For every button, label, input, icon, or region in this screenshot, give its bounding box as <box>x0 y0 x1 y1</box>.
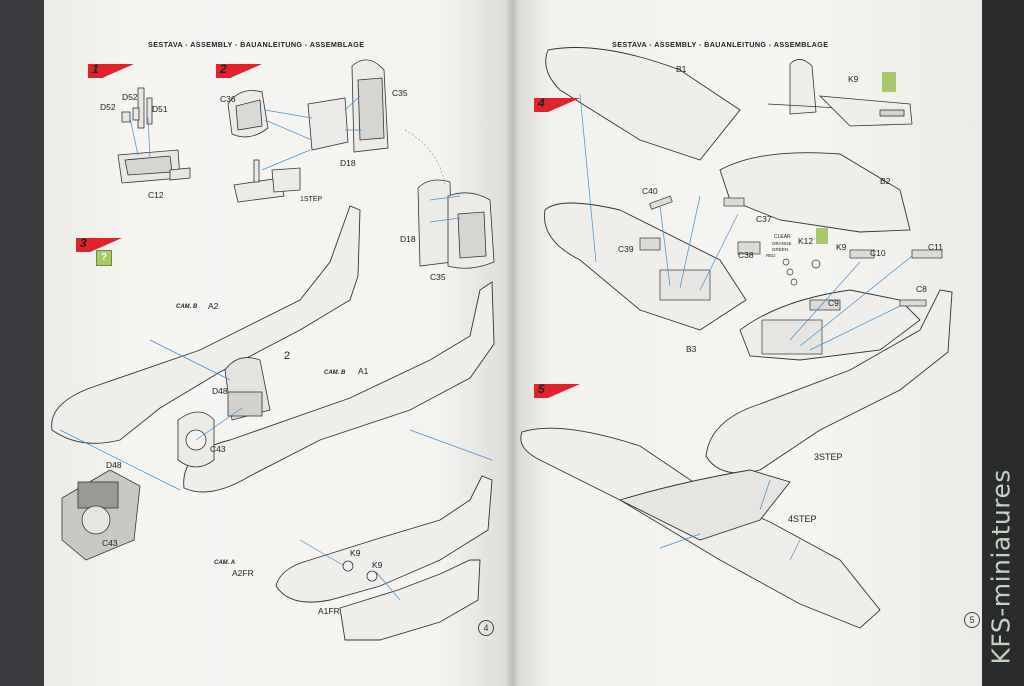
step-flag-4: 4 <box>534 96 580 112</box>
part-label-a1: A1 <box>358 366 369 376</box>
green-marker-icon <box>882 72 896 92</box>
part-label-cam-b-a2: CAM. B <box>176 304 198 310</box>
label-clear: CLEAR <box>774 234 791 240</box>
step-number-3: 3 <box>80 236 87 250</box>
step-flag-1: 1 <box>88 62 134 78</box>
watermark-text: KFS-miniatures <box>986 469 1016 665</box>
step3-fuselage-drawing <box>51 205 495 641</box>
part-label-c9: C9 <box>828 298 839 308</box>
header-left: SESTAVA - ASSEMBLY - BAUANLEITUNG - ASSE… <box>148 40 365 49</box>
label-red: RED <box>766 253 776 258</box>
step5-wing-drawing <box>520 427 881 629</box>
part-label-c11: C11 <box>928 242 943 252</box>
part-label-c39: C39 <box>618 244 634 254</box>
step2-parts-drawing <box>227 59 389 203</box>
part-label-d18a: D18 <box>340 158 356 168</box>
step-number-1: 1 <box>92 62 99 76</box>
ref-4step: 4STEP <box>788 514 817 524</box>
part-label-b3: B3 <box>686 344 697 354</box>
background-left <box>0 0 44 686</box>
part-label-c12: C12 <box>148 190 164 200</box>
step4-wings-drawing <box>543 47 953 474</box>
bulkhead-c35-drawing <box>417 179 495 269</box>
part-label-c35b: C35 <box>430 272 446 282</box>
assembly-guide-lines-right <box>579 93 913 561</box>
part-label-a2fr: A2FR <box>232 568 254 578</box>
part-label-k9d: K9 <box>836 242 847 252</box>
small-parts-k9 <box>342 560 378 582</box>
watermark: KFS-miniatures <box>978 452 1024 672</box>
page-number-left: 4 <box>478 620 494 636</box>
part-label-d48b: D48 <box>106 460 122 470</box>
label-green: GREEN <box>772 247 789 252</box>
step-number-2: 2 <box>220 62 227 76</box>
part-label-cam-a: CAM. A <box>214 560 236 566</box>
part-label-a1fr: A1FR <box>318 606 340 616</box>
step-flag-2: 2 <box>216 62 262 78</box>
ref-1step: 1STEP <box>300 196 323 203</box>
step-number-5: 5 <box>538 382 545 396</box>
detail-arrow <box>404 129 446 187</box>
ref-3step: 3STEP <box>814 452 843 462</box>
question-mark-icon: ? <box>96 250 112 266</box>
part-label-k9c: K9 <box>848 74 859 84</box>
label-orange: ORANGE <box>772 241 792 246</box>
part-label-c43a: C43 <box>210 444 226 454</box>
part-label-c37: C37 <box>756 214 772 224</box>
part-label-c8: C8 <box>916 284 927 294</box>
part-label-b1: B1 <box>676 64 687 74</box>
step1-parts-drawing <box>117 87 191 184</box>
step-flag-5: 5 <box>534 382 580 398</box>
part-label-k9a: K9 <box>350 548 361 558</box>
part-label-k12: K12 <box>798 236 814 246</box>
part-label-d18b: D18 <box>400 234 416 244</box>
part-label-cam-b-a1: CAM. B <box>324 370 346 376</box>
page-number-right: 5 <box>964 612 980 628</box>
part-label-k9b: K9 <box>372 560 383 570</box>
step-flag-3: 3 <box>76 236 122 252</box>
part-label-d52a: D52 <box>122 92 138 102</box>
part-label-a2: A2 <box>208 301 219 311</box>
background-right <box>982 0 1024 686</box>
cockpit-parts-drawing <box>61 357 271 561</box>
green-marker-icon-2 <box>816 228 828 244</box>
part-label-c43b: C43 <box>102 538 118 548</box>
part-label-c40: C40 <box>642 186 658 196</box>
part-label-d51: D51 <box>152 104 168 114</box>
part-label-d48a: D48 <box>212 386 228 396</box>
part-label-c38: C38 <box>738 250 754 260</box>
book-gutter <box>505 0 519 686</box>
ref-2: 2 <box>284 350 291 362</box>
part-label-d52b: D52 <box>100 102 116 112</box>
part-label-c10: C10 <box>870 248 886 258</box>
part-label-c35a: C35 <box>392 88 408 98</box>
assembly-guide-lines-left <box>59 95 493 601</box>
part-label-b2: B2 <box>880 176 891 186</box>
step-number-4: 4 <box>538 96 545 110</box>
tail-detail-drawing <box>767 59 913 127</box>
part-label-c36: C36 <box>220 94 236 104</box>
header-right: SESTAVA - ASSEMBLY - BAUANLEITUNG - ASSE… <box>612 40 829 49</box>
